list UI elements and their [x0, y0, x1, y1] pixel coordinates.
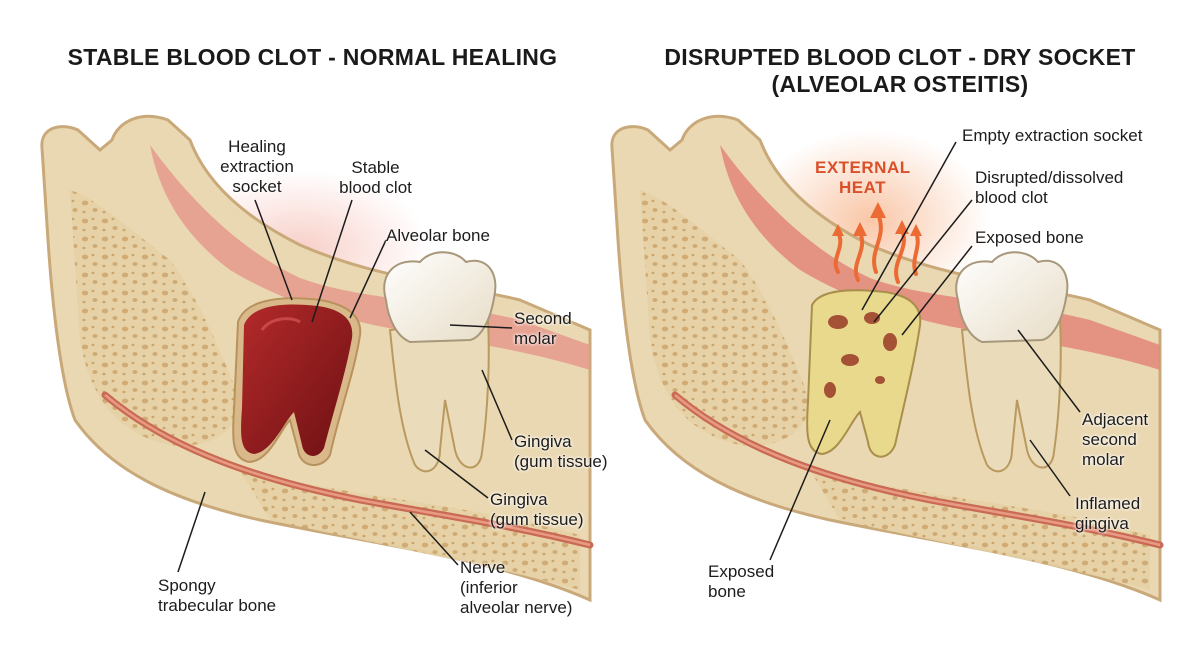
label-nerve: Nerve (inferior alveolar nerve): [460, 558, 573, 617]
label-external-heat: EXTERNAL HEAT: [815, 158, 911, 197]
left-blood-clot: [241, 304, 353, 456]
heat-arrow-3: [872, 212, 883, 274]
label-adjacent-molar: Adjacent second molar: [1082, 410, 1149, 469]
heat-arrowheads: [832, 202, 922, 236]
right-spongy-bone-lower: [810, 470, 1150, 590]
heat-arrowhead-5: [910, 224, 922, 236]
right-dry-socket: [806, 289, 922, 458]
label-second-molar: Second molar: [514, 309, 572, 348]
leader-exposed-bone-upper: [901, 245, 973, 336]
left-spongy-bone: [70, 190, 240, 446]
left-nerve-highlight: [104, 394, 591, 547]
label-healing-socket: Healing extraction socket: [220, 137, 294, 196]
leader-second-molar: [449, 324, 513, 329]
leader-gingiva-lower: [424, 449, 489, 499]
label-disrupted-clot: Disrupted/dissolved blood clot: [975, 168, 1124, 207]
label-gingiva-lower: Gingiva (gum tissue): [490, 490, 584, 529]
left-panel-title: STABLE BLOOD CLOT - NORMAL HEALING: [67, 44, 558, 70]
left-jaw-illustration: [40, 114, 594, 603]
heat-arrowhead-1: [832, 224, 844, 236]
leader-empty-socket: [861, 141, 957, 311]
label-stable-clot: Stable blood clot: [339, 158, 412, 197]
right-jaw-illustration: [610, 114, 1164, 603]
leader-gingiva-upper: [481, 369, 513, 441]
label-gingiva-upper: Gingiva (gum tissue): [514, 432, 608, 471]
leader-alveolar-bone: [349, 239, 387, 319]
heat-arrow-2: [854, 230, 864, 282]
right-nerve-highlight: [674, 394, 1161, 547]
leader-healing-socket: [254, 199, 293, 301]
right-spongy-bone: [640, 190, 810, 446]
leader-exposed-bone-lower: [769, 419, 831, 561]
left-molar-crown: [383, 251, 497, 344]
label-spongy-bone: Spongy trabecular bone: [158, 576, 277, 615]
right-molar-roots: [960, 318, 1062, 473]
right-clot-remnants: [824, 312, 897, 398]
leader-stable-clot: [311, 199, 353, 323]
heat-arrowhead-3: [870, 202, 886, 218]
left-molar-roots: [388, 318, 490, 473]
label-exposed-bone-lower: Exposed bone: [708, 562, 775, 601]
label-alveolar-bone: Alveolar bone: [386, 226, 490, 245]
left-spongy-bone-lower: [240, 470, 580, 590]
right-panel-title: DISRUPTED BLOOD CLOT - DRY SOCKET (ALVEO…: [664, 44, 1136, 97]
heat-arrowhead-4: [895, 220, 909, 234]
right-leader-lines: [769, 141, 1081, 561]
leader-spongy-bone: [177, 491, 206, 573]
leader-adjacent-molar: [1017, 329, 1081, 413]
right-molar-crown: [955, 251, 1069, 344]
label-empty-socket: Empty extraction socket: [962, 126, 1143, 145]
leader-nerve: [409, 511, 459, 566]
leader-disrupted-clot: [873, 199, 973, 323]
leader-inflamed-gingiva: [1029, 439, 1071, 497]
left-clot-shine: [260, 317, 301, 331]
label-inflamed-gingiva: Inflamed gingiva: [1075, 494, 1141, 533]
label-exposed-bone-upper: Exposed bone: [975, 228, 1084, 247]
left-leader-lines: [177, 199, 513, 573]
heat-arrowhead-2: [853, 222, 867, 236]
